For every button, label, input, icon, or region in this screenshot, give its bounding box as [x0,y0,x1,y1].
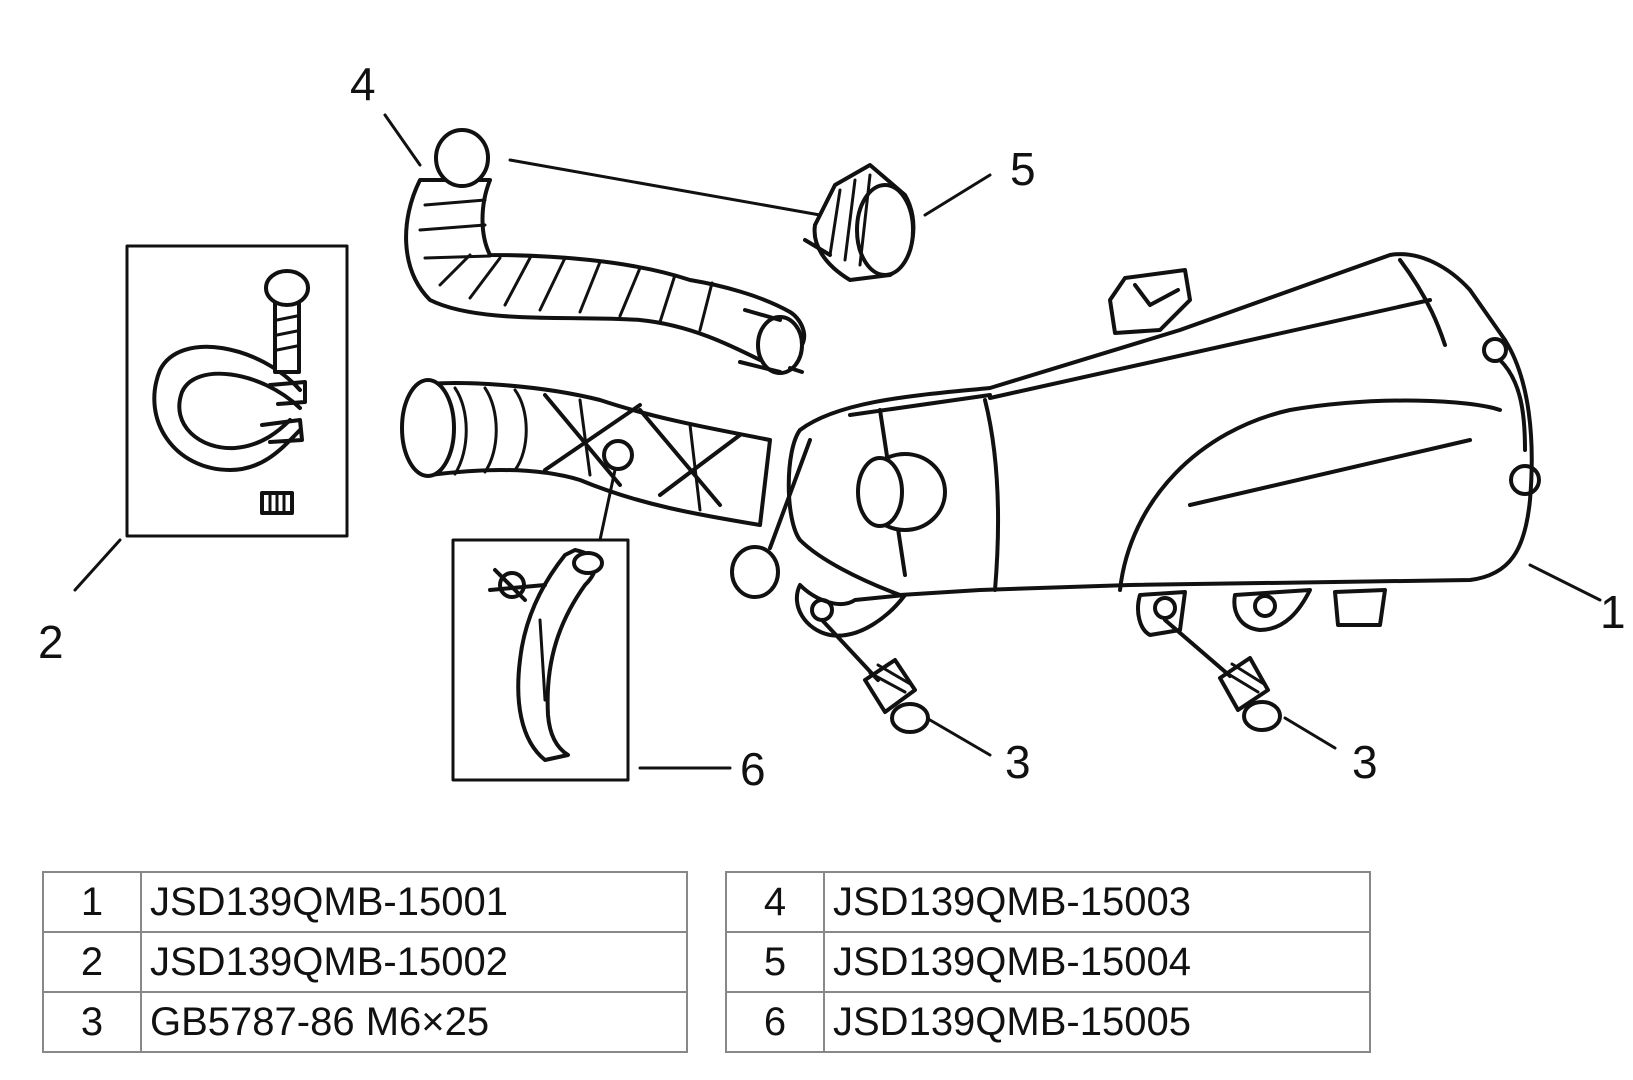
part-number: 1 [42,871,142,933]
part-code: JSD139QMB-15001 [140,871,688,933]
table-row: 3 GB5787-86 M6×25 [42,991,688,1053]
callout-2: 2 [38,616,64,668]
callout-1: 1 [1600,586,1626,638]
bolt-left [820,618,930,734]
part-number: 5 [725,931,825,993]
part-number: 2 [42,931,142,993]
part-code: JSD139QMB-15003 [823,871,1371,933]
callout-3-left: 3 [1005,736,1031,788]
table-row: 6 JSD139QMB-15005 [725,991,1371,1053]
part-number: 4 [725,871,825,933]
table-row: 4 JSD139QMB-15003 [725,871,1371,933]
hose-clamp [803,163,916,282]
callout-6: 6 [740,743,766,795]
callout-3-right: 3 [1352,736,1378,788]
leader-lines [73,113,1602,770]
part-code: GB5787-86 M6×25 [140,991,688,1053]
table-row: 1 JSD139QMB-15001 [42,871,688,933]
callout-5: 5 [1010,143,1036,195]
part-code: JSD139QMB-15004 [823,931,1371,993]
air-cleaner-housing [730,252,1541,638]
lower-intake-duct [400,378,772,527]
parts-table-left: 1 JSD139QMB-15001 2 JSD139QMB-15002 3 GB… [42,871,688,1053]
table-row: 5 JSD139QMB-15004 [725,931,1371,993]
part-code: JSD139QMB-15005 [823,991,1371,1053]
detail-box-clip [125,244,349,538]
upper-intake-hose [404,128,807,375]
diagram-canvas: 1 2 3 3 4 5 6 [38,58,1626,795]
bolt-right [1163,618,1282,732]
part-number: 6 [725,991,825,1053]
detail-box-drain-tube [451,538,630,782]
parts-table-right: 4 JSD139QMB-15003 5 JSD139QMB-15004 6 JS… [725,871,1371,1053]
callout-4: 4 [350,58,376,110]
table-row: 2 JSD139QMB-15002 [42,931,688,993]
part-code: JSD139QMB-15002 [140,931,688,993]
part-number: 3 [42,991,142,1053]
